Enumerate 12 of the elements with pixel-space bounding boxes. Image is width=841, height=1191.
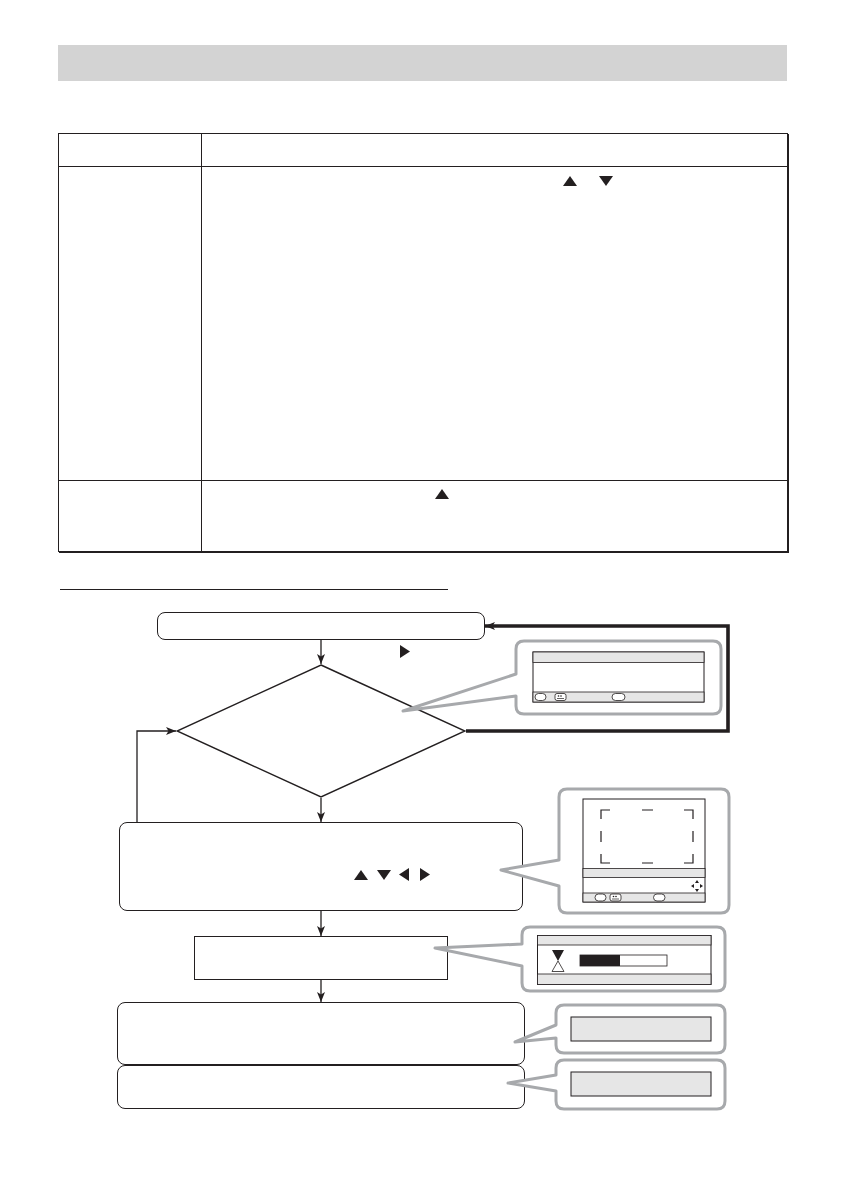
rounded-process-box (117, 1002, 525, 1065)
connector-arrow (317, 979, 325, 1003)
connector-arrow (136, 727, 177, 823)
process-box (194, 936, 448, 980)
connector-arrow (317, 797, 325, 823)
connector-arrow (466, 622, 730, 733)
rounded-process-box (157, 612, 485, 640)
rounded-process-box (117, 1065, 525, 1109)
rounded-process-box (119, 822, 523, 911)
decision-diamond (176, 664, 466, 798)
connector-arrow (317, 910, 325, 937)
connector-arrow (317, 639, 325, 665)
